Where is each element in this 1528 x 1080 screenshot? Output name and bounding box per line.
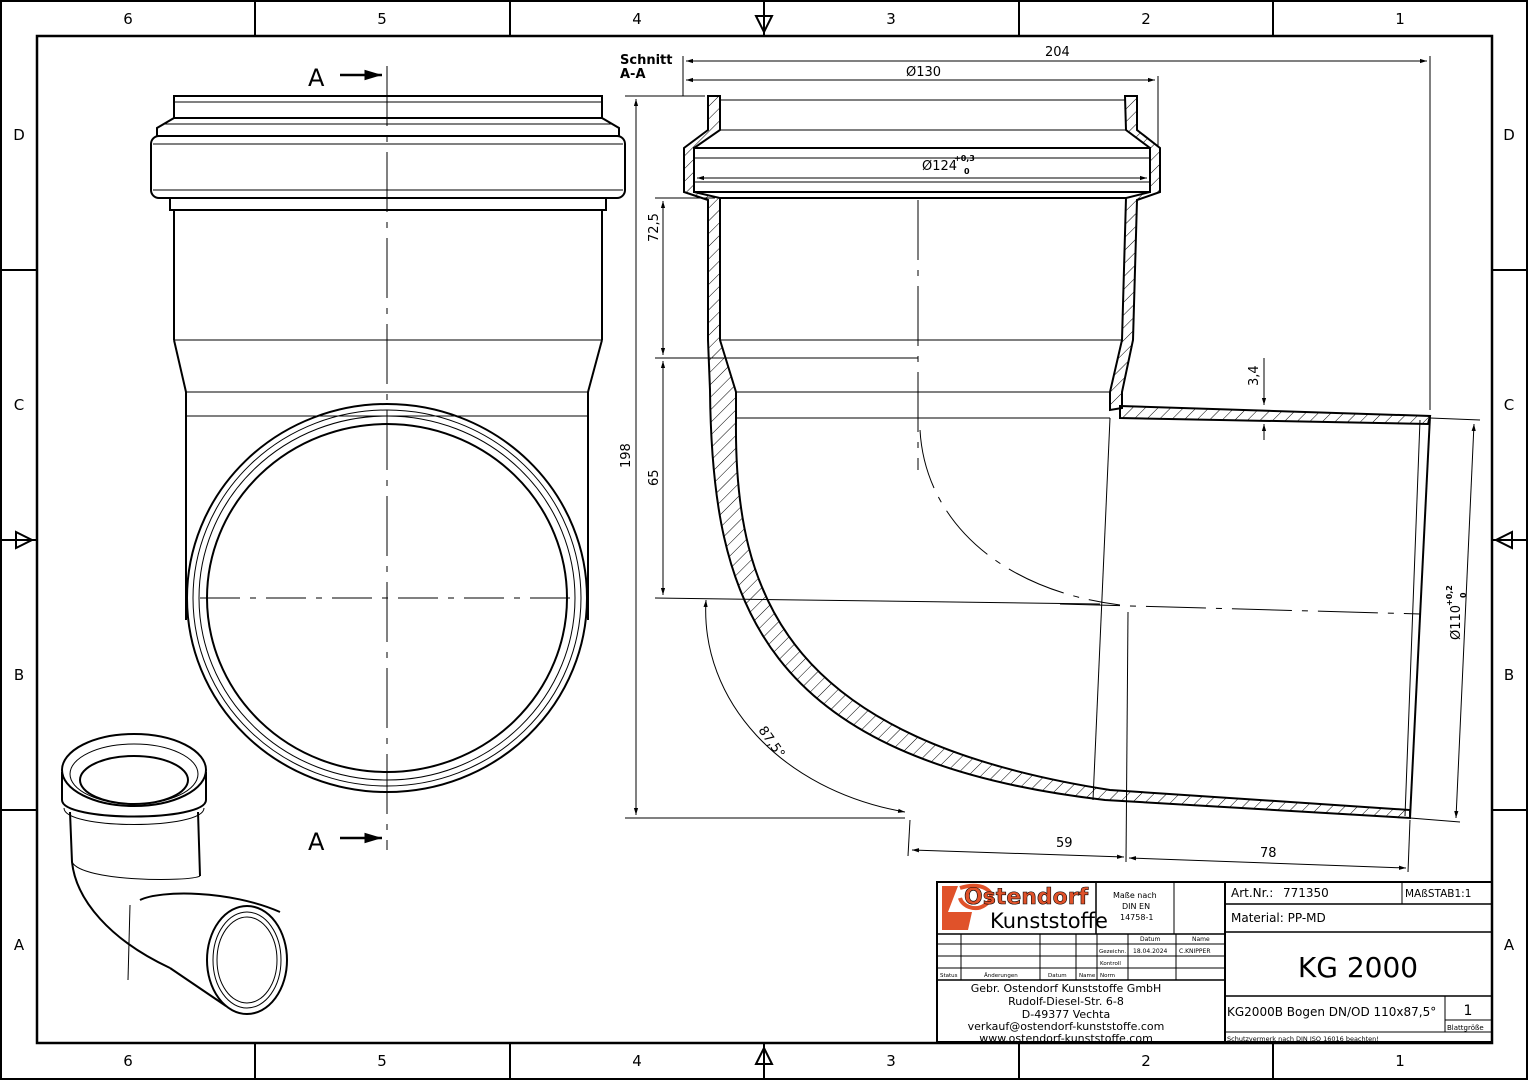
dim-wall: 3,4: [1247, 365, 1262, 386]
row-kontroll: Kontroll: [1100, 961, 1121, 967]
zone-column-3-bottom: 3: [886, 1052, 896, 1070]
title-block: [936, 881, 1493, 1043]
zone-row-B-right: B: [1504, 666, 1514, 684]
dim-socket-outer: Ø130: [906, 65, 941, 80]
rev-norm: Norm: [1100, 973, 1115, 979]
zone-row-B-left: B: [14, 666, 24, 684]
section-label-2: A-A: [620, 67, 646, 82]
dim-total-height: 198: [619, 443, 634, 468]
description: KG2000B Bogen DN/OD 110x87,5°: [1227, 1005, 1436, 1019]
dim-spigot-tol-upper: +0,2: [1445, 585, 1454, 606]
art-label: Art.Nr.:: [1231, 886, 1273, 900]
zone-row-C-right: C: [1504, 396, 1514, 414]
std-line-3: 14758-1: [1120, 913, 1153, 922]
front-view: [150, 66, 626, 850]
isometric-view: [61, 733, 288, 1015]
std-line-1: Maße nach: [1113, 891, 1157, 900]
zone-column-4-top: 4: [632, 10, 642, 28]
ostendorf-logo: [942, 883, 993, 930]
section-label-1: Schnitt: [620, 53, 672, 68]
dim-socket-depth: 72,5: [647, 213, 662, 242]
rev-aenderungen: Änderungen: [984, 972, 1018, 979]
dim-socket-inner-tol-lower: 0: [964, 167, 970, 176]
rev-datum: Datum: [1048, 973, 1067, 979]
zone-column-5-bottom: 5: [377, 1052, 387, 1070]
dim-59: 59: [1056, 836, 1073, 851]
logo-text-1: Ostendorf: [964, 885, 1089, 910]
rev-name: Name: [1079, 973, 1096, 979]
dim-78: 78: [1260, 846, 1277, 861]
zone-row-C-left: C: [14, 396, 24, 414]
dim-angle: 87,5°: [755, 724, 788, 762]
row-gezeichnet: Gezeichn.: [1099, 949, 1126, 955]
zone-column-5-top: 5: [377, 10, 387, 28]
wall-hatch: [683, 95, 1411, 820]
zone-column-2-top: 2: [1141, 10, 1151, 28]
zone-column-6-top: 6: [123, 10, 133, 28]
gezeichnet-name: C.KNIPPER: [1179, 948, 1211, 955]
dim-204: 204: [1045, 45, 1070, 60]
company-street: Rudolf-Diesel-Str. 6-8: [1008, 995, 1124, 1008]
company-name: Gebr. Ostendorf Kunststoffe GmbH: [971, 982, 1162, 995]
zone-row-D-left: D: [13, 126, 25, 144]
section-marker-bottom: A: [308, 828, 325, 856]
drawing-title: KG 2000: [1298, 951, 1418, 984]
gezeichnet-date: 18.04.2024: [1133, 948, 1168, 955]
scale: MAßSTAB1:1: [1405, 888, 1471, 900]
zone-column-3-top: 3: [886, 10, 896, 28]
dim-spigot-dia: Ø110: [1449, 605, 1464, 640]
zone-column-4-bottom: 4: [632, 1052, 642, 1070]
hdr-name: Name: [1192, 936, 1210, 943]
material: Material: PP-MD: [1231, 911, 1326, 925]
company-city: D-49377 Vechta: [1022, 1008, 1110, 1021]
zone-column-2-bottom: 2: [1141, 1052, 1151, 1070]
company-email: verkauf@ostendorf-kunststoffe.com: [968, 1020, 1165, 1033]
zone-column-1-bottom: 1: [1395, 1052, 1405, 1070]
dim-spigot-tol-lower: 0: [1459, 592, 1468, 598]
hdr-datum: Datum: [1140, 936, 1160, 943]
art-number: 771350: [1283, 886, 1329, 900]
zone-column-1-top: 1: [1395, 10, 1405, 28]
rev-status: Status: [940, 973, 958, 979]
section-marker-top: A: [308, 64, 325, 92]
zone-row-A-right: A: [1504, 936, 1515, 954]
sheet-number: 1: [1464, 1003, 1473, 1019]
zone-row-A-left: A: [14, 936, 25, 954]
zone-column-6-bottom: 6: [123, 1052, 133, 1070]
zone-row-D-right: D: [1503, 126, 1515, 144]
section-view: [625, 56, 1481, 873]
sheet-size-label: Blattgröße: [1447, 1024, 1484, 1032]
logo-text-2: Kunststoffe: [990, 909, 1108, 933]
std-line-2: DIN EN: [1122, 902, 1150, 911]
company-web: www.ostendorf-kunststoffe.com: [979, 1032, 1153, 1045]
dim-socket-inner-tol-upper: +0,3: [954, 154, 975, 163]
protection-note: Schutzvermerk nach DIN ISO 16016 beachte…: [1227, 1035, 1379, 1043]
dim-bend-height: 65: [647, 469, 662, 486]
dim-socket-inner: Ø124: [922, 159, 957, 174]
